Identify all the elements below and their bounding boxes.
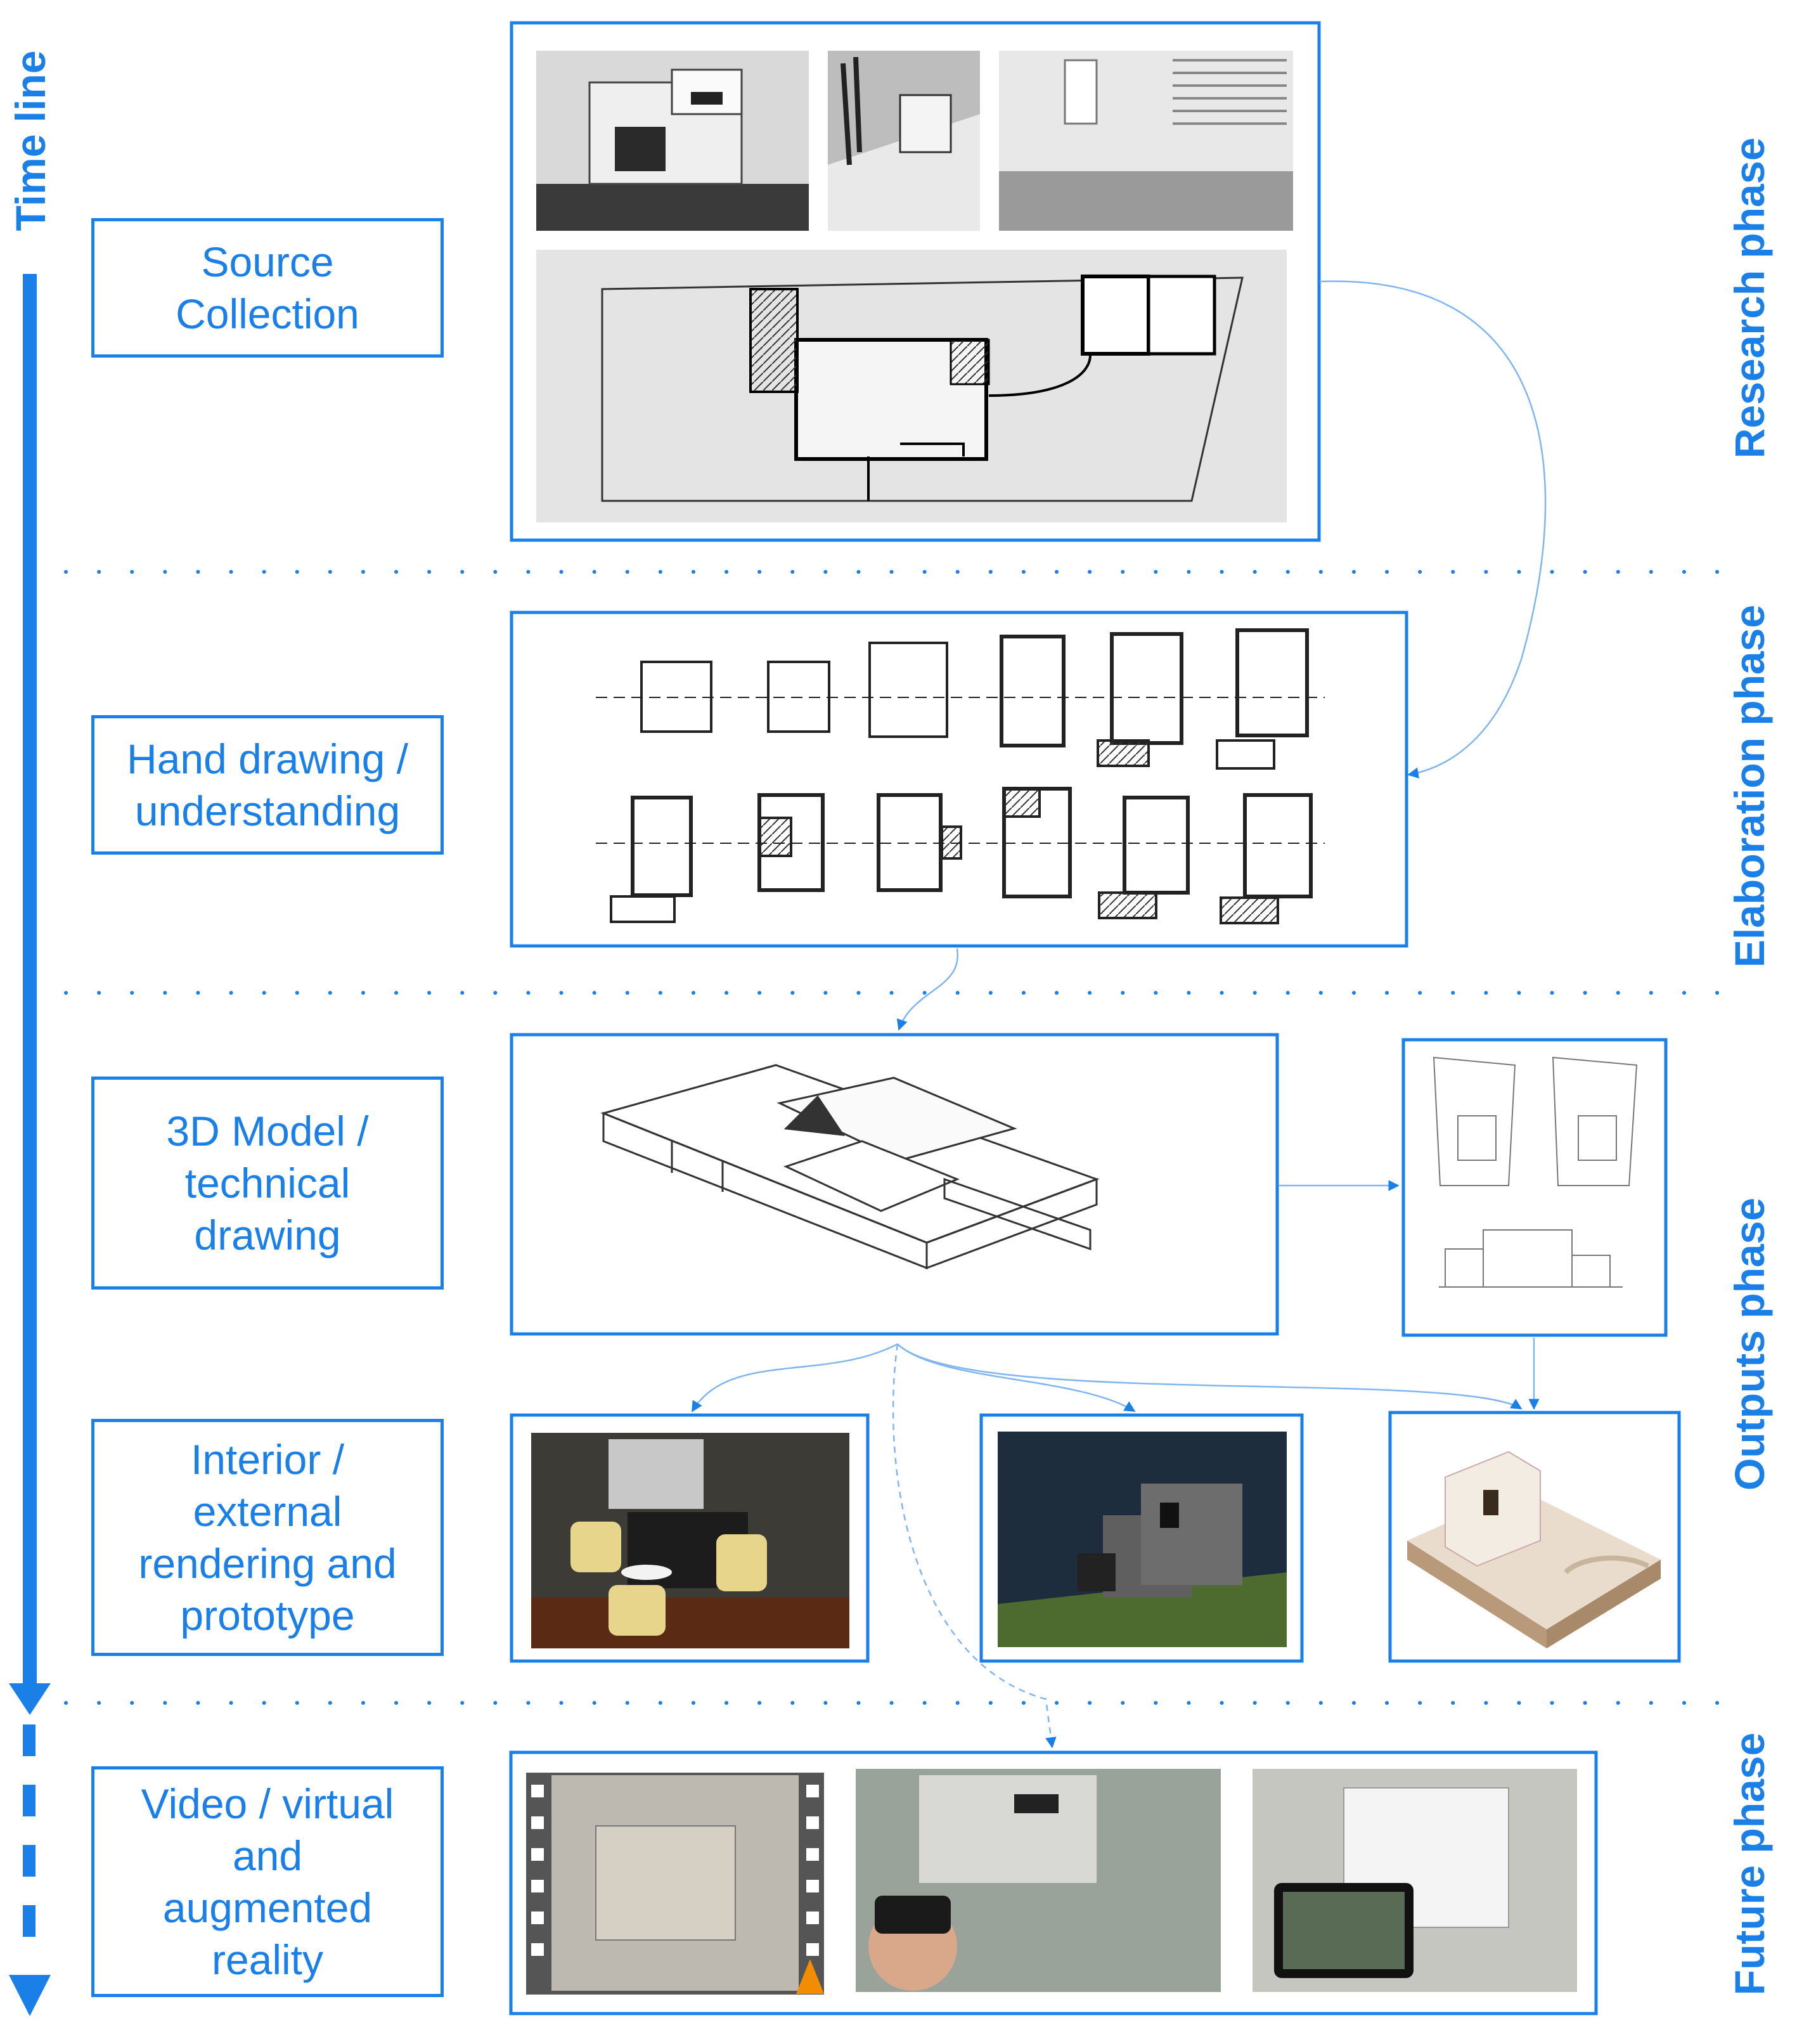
hand-sketch-frame: [510, 611, 1408, 948]
step-video-line-2: and: [232, 1832, 303, 1879]
timeline-arrow: [9, 274, 51, 2016]
step-3d-model: 3D Model / technical drawing: [91, 1077, 444, 1290]
step-model-line-3: drawing: [194, 1212, 341, 1258]
interior-rendering: [531, 1433, 849, 1648]
step-render-line-3: rendering and: [138, 1540, 397, 1587]
step-source-line-1: Source: [201, 238, 334, 285]
step-render-line-2: external: [193, 1488, 342, 1535]
step-video-vr-ar: Video / virtual and augmented reality: [91, 1766, 444, 1997]
facade-detail-photo: [999, 51, 1293, 231]
exterior-rendering: [998, 1432, 1287, 1647]
site-floor-plan: [536, 250, 1287, 522]
augmented-reality-tablet-photo: [1253, 1769, 1577, 1992]
exterior-photo: [536, 51, 809, 231]
step-hand-drawing: Hand drawing / understanding: [91, 715, 444, 855]
isometric-3d-model: [600, 1064, 1100, 1270]
vr-headset-photo: [856, 1769, 1221, 1992]
step-render-line-4: prototype: [180, 1592, 355, 1639]
step-render-line-1: Interior /: [190, 1436, 345, 1483]
video-frame: [526, 1773, 824, 1995]
step-hand-line-1: Hand drawing /: [127, 735, 408, 782]
technical-drawings: [1433, 1056, 1638, 1288]
garden-stair-photo: [828, 51, 980, 231]
step-model-line-1: 3D Model /: [166, 1108, 369, 1155]
step-model-line-2: technical: [184, 1160, 351, 1206]
step-rendering-prototype: Interior / external rendering and protot…: [91, 1419, 444, 1656]
step-video-line-3: augmented: [162, 1884, 373, 1931]
step-video-line-4: reality: [211, 1936, 324, 1983]
step-hand-line-2: understanding: [134, 787, 401, 834]
step-video-line-1: Video / virtual: [141, 1780, 394, 1827]
flow-connectors: [691, 280, 1547, 1749]
physical-model-prototype: [1407, 1451, 1661, 1648]
hand-sketch-grid: [596, 628, 1325, 924]
step-source-line-2: Collection: [176, 290, 359, 337]
technical-drawings-frame: [1401, 1038, 1668, 1337]
step-source-collection: Source Collection: [91, 218, 444, 358]
